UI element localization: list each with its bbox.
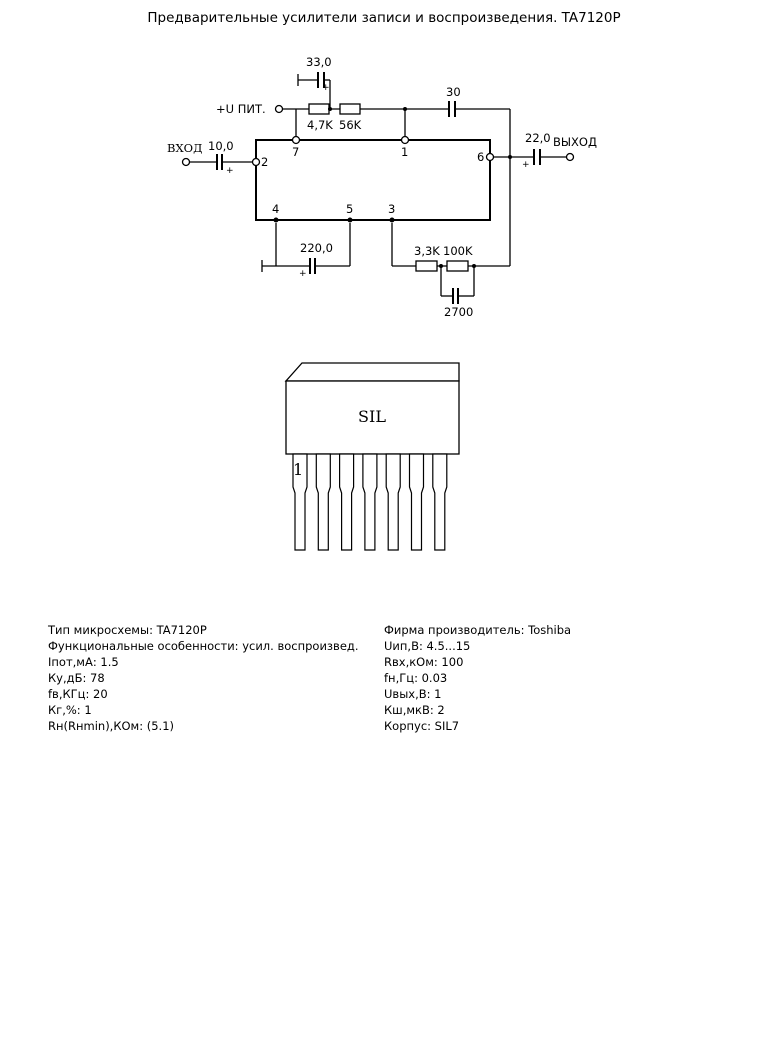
pin3-label: 3: [388, 202, 395, 216]
c-in-label: 10,0: [208, 139, 234, 153]
spec-line: Тип микросхемы: TA7120P: [48, 623, 207, 637]
package-pins: [292, 453, 448, 551]
circuit-schematic: +U ПИТ. ВХОД ВЫХОД 33,0 + 4,7K 56K 30 10…: [167, 55, 597, 319]
spec-line: Корпус: SIL7: [384, 719, 460, 733]
pin4-label: 4: [272, 202, 279, 216]
input-terminal: [181, 157, 191, 167]
package-pin: [292, 453, 308, 551]
svg-text:+: +: [322, 83, 330, 93]
r3-label: 3,3K: [414, 244, 440, 258]
svg-text:+: +: [299, 269, 307, 279]
package-pin: [339, 453, 355, 551]
spec-line: Фирма производитель: Toshiba: [384, 623, 572, 637]
input-label: ВХОД: [167, 141, 202, 155]
r2-label: 56K: [339, 118, 362, 132]
r1-label: 4,7K: [307, 118, 333, 132]
spec-line: Ку,дБ: 78: [48, 671, 105, 685]
pin6-label: 6: [477, 150, 484, 164]
spec-line: fн,Гц: 0.03: [384, 671, 448, 685]
spec-line: fв,КГц: 20: [48, 687, 108, 701]
output-label: ВЫХОД: [553, 135, 597, 149]
sil-package-drawing: SIL 1: [284, 362, 460, 551]
page-title: Предварительные усилители записи и воспр…: [147, 10, 621, 26]
svg-text:+: +: [522, 160, 530, 170]
package-pin: [385, 453, 401, 551]
spec-line: Функциональные особенности: усил. воспро…: [48, 639, 359, 653]
package-pin: [315, 453, 331, 551]
pin1-marker: 1: [293, 460, 303, 479]
spec-line: Кш,мкВ: 2: [384, 703, 445, 717]
pin7-label: 7: [292, 145, 299, 159]
pin5-label: 5: [346, 202, 353, 216]
spec-line: Кг,%: 1: [48, 703, 92, 717]
spec-line: Rвх,кОм: 100: [384, 655, 464, 669]
c-fb-label: 2700: [444, 305, 473, 319]
pin1-label: 1: [401, 145, 408, 159]
c-top-label: 30: [446, 85, 461, 99]
package-pin: [362, 453, 378, 551]
spec-line: Rн(Rнmin),КОм: (5.1): [48, 719, 175, 733]
ic-body: [255, 139, 491, 221]
output-terminal: [565, 152, 575, 162]
c-supply-label: 33,0: [306, 55, 332, 69]
spec-line: Uвых,В: 1: [384, 687, 442, 701]
c-out-label: 22,0: [525, 131, 551, 145]
supply-terminal: [274, 104, 284, 114]
supply-label: +U ПИТ.: [216, 102, 266, 116]
specs-right-column: Фирма производитель: Toshiba Uип,В: 4.5.…: [384, 622, 571, 734]
specs-left-column: Тип микросхемы: TA7120P Функциональные о…: [48, 622, 359, 734]
spec-line: Iпот,мА: 1.5: [48, 655, 119, 669]
package-pin: [408, 453, 425, 551]
spec-line: Uип,В: 4.5...15: [384, 639, 471, 653]
c-gnd-label: 220,0: [300, 241, 333, 255]
package-label: SIL: [358, 407, 386, 426]
r4-label: 100K: [443, 244, 473, 258]
pin2-label: 2: [261, 155, 268, 169]
svg-text:+: +: [226, 166, 234, 176]
package-pin: [432, 453, 448, 551]
